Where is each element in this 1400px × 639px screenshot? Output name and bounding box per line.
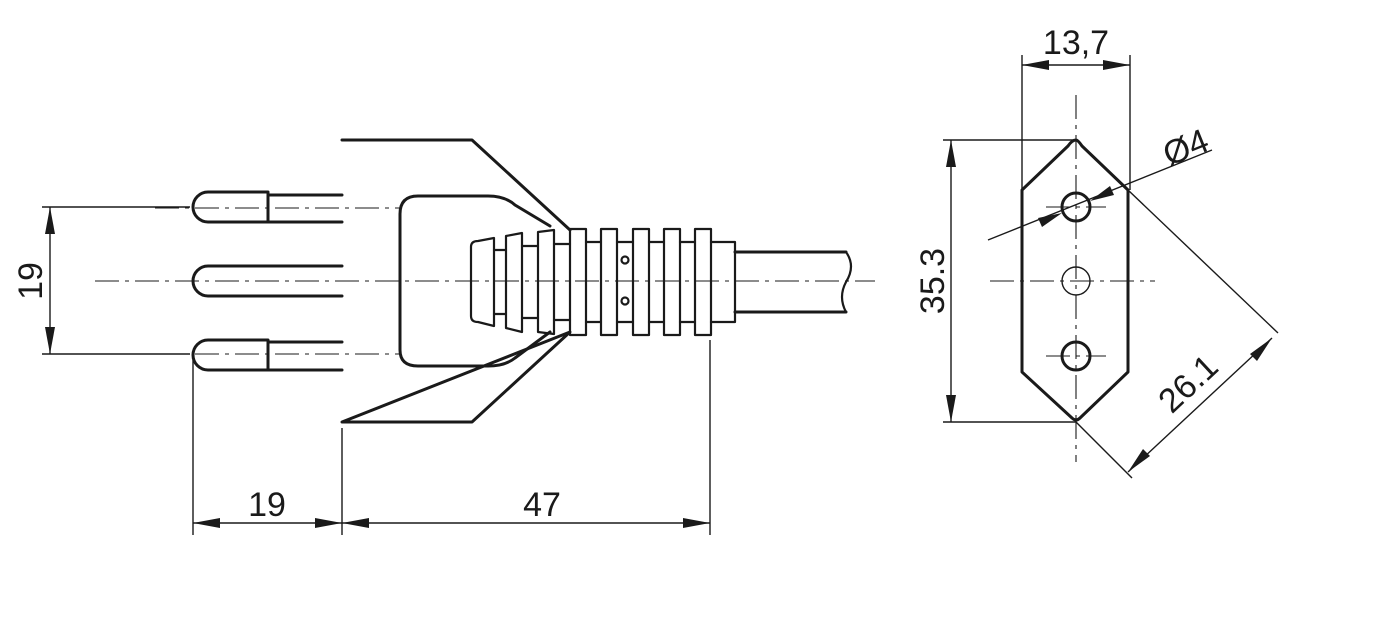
dimension-face-width: 13,7 <box>1021 24 1131 190</box>
dimension-label-face-height: 35.3 <box>914 248 952 314</box>
plug-body <box>340 138 572 424</box>
dimension-pin-spacing: 19 <box>12 206 190 355</box>
strain-relief <box>469 227 737 337</box>
dimension-face-diagonal: 26.1 <box>1075 189 1279 479</box>
dimension-label-pin-spacing: 19 <box>12 262 50 300</box>
dimension-label-face-diagonal: 26.1 <box>1151 347 1225 420</box>
plug-face-outline <box>1020 138 1130 422</box>
dimension-face-height: 35.3 <box>914 139 1076 423</box>
front-view-centerlines <box>990 95 1155 462</box>
side-view-centerlines <box>95 207 875 355</box>
pin-bottom <box>191 338 344 372</box>
dimension-label-face-width: 13,7 <box>1043 24 1109 62</box>
plug-body-inner-recess <box>398 194 552 368</box>
plug-body-outline <box>340 138 572 424</box>
dimension-pin-length: 19 <box>192 360 343 535</box>
cable <box>733 250 853 314</box>
plug-face <box>1020 138 1130 422</box>
dimension-label-body-length: 47 <box>523 486 561 524</box>
dimension-label-hole-diameter: Ø4 <box>1158 122 1214 174</box>
dimension-body-length: 47 <box>342 340 711 535</box>
pin-top <box>191 190 344 224</box>
dimension-label-pin-length: 19 <box>248 486 286 524</box>
